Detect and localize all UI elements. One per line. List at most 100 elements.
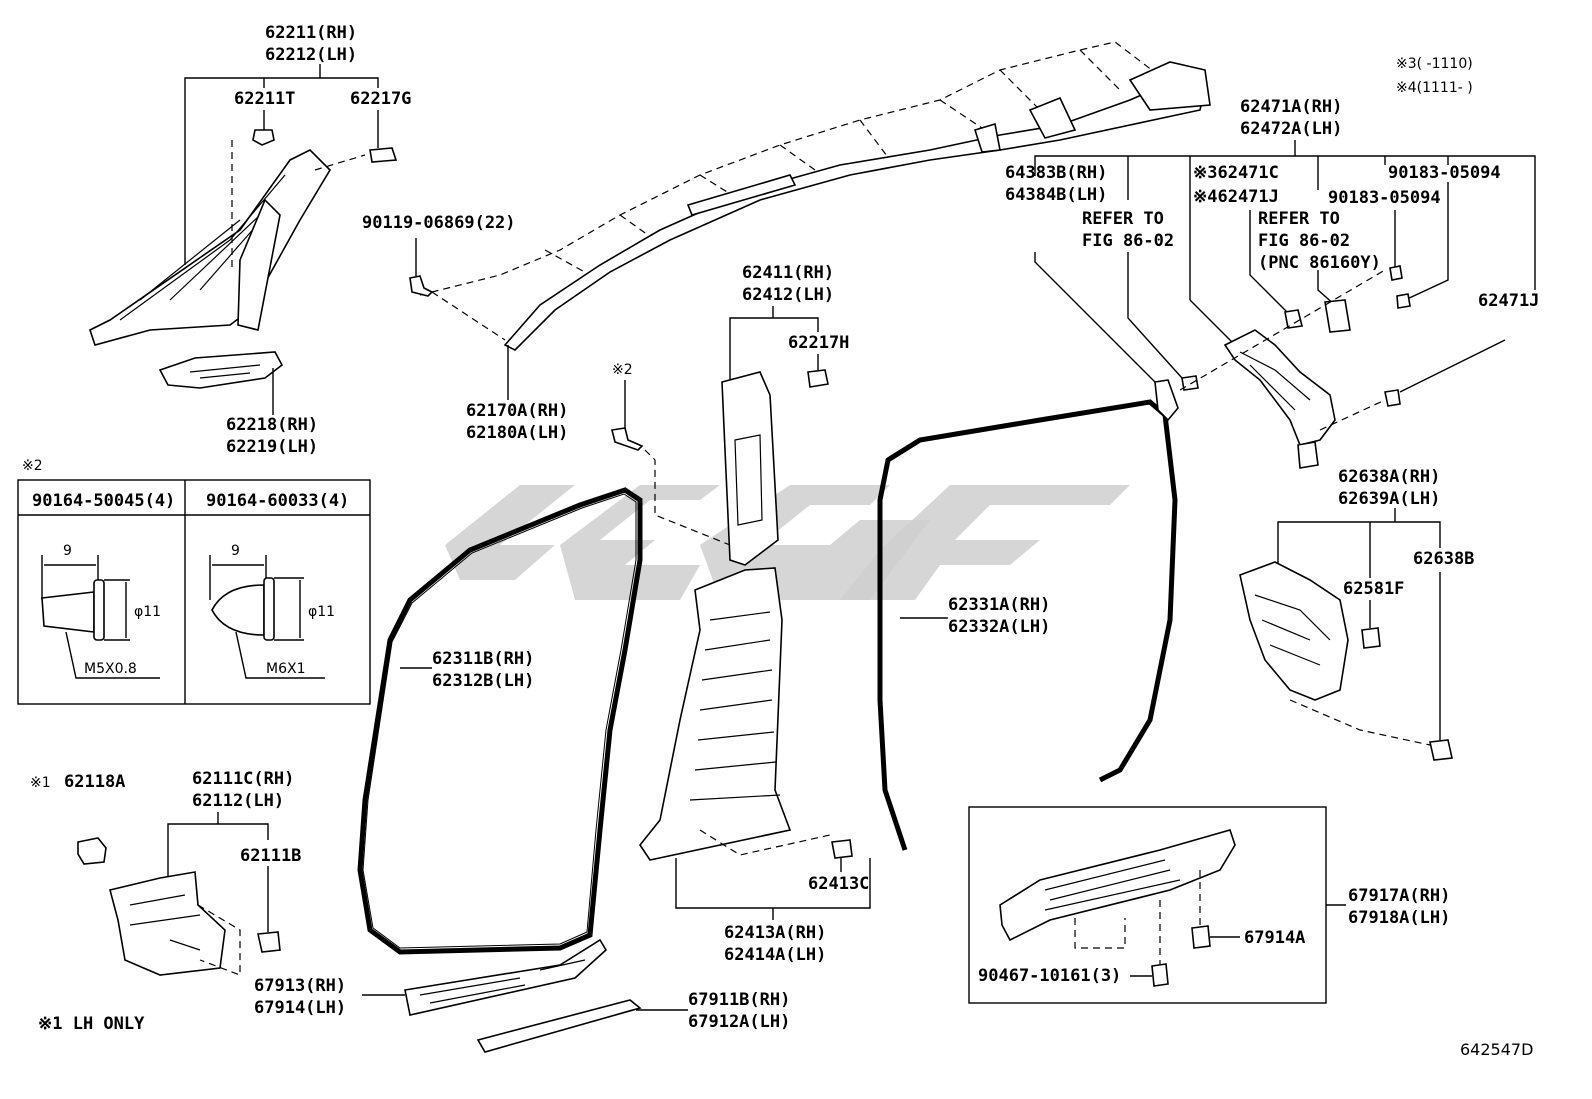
label-62118a: 62118A	[64, 772, 125, 792]
dashed-guide	[197, 904, 241, 976]
clip-part	[831, 839, 853, 859]
label-62219: 62219(LH)	[226, 437, 318, 457]
refer-text: REFER TO	[1082, 209, 1164, 229]
dashed-guide	[431, 291, 506, 341]
dashed-guide	[419, 41, 1166, 296]
a-pillar-garnish	[89, 149, 332, 346]
rear-scuff-group: 67914A 90467-10161(3) 67917A(RH) 67918A(…	[968, 806, 1450, 1004]
bolt-part	[409, 275, 434, 297]
c-pillar-group: ※3( -1110) ※4(1111- ) 62471A(RH) 62472A(…	[1005, 56, 1539, 469]
a-pillar-inner	[237, 198, 281, 331]
b-pillar-upper-garnish	[721, 371, 779, 566]
label-62413a: 62413A(RH)	[724, 923, 826, 943]
small-block-part	[77, 837, 107, 865]
leader-line	[1127, 252, 1183, 379]
label-67911b: 67911B(RH)	[688, 990, 790, 1010]
detail-frame	[17, 479, 371, 705]
clip-part	[1191, 925, 1211, 949]
clip-part	[369, 147, 398, 163]
label-67914a: 67914A	[1244, 928, 1305, 948]
label-90183-a: 90183-05094	[1388, 163, 1501, 183]
note-3: ※3( -1110)	[1396, 56, 1473, 72]
lower-garnish	[158, 351, 284, 389]
dim-9: 9	[231, 543, 240, 559]
clip-part	[1151, 963, 1169, 987]
clip-head	[263, 577, 275, 641]
front-scuff-group: 67913(RH) 67914(LH) 67911B(RH) 67912A(LH…	[254, 938, 790, 1053]
leader-line	[1249, 210, 1291, 316]
thread-spec: M5X0.8	[84, 661, 137, 677]
label-67912a: 67912A(LH)	[688, 1012, 790, 1032]
part-detail	[1254, 594, 1331, 666]
leader-line	[1277, 521, 1441, 570]
dashed-guide	[314, 154, 366, 171]
leader-line	[1189, 299, 1236, 346]
b-pillar-lower-garnish	[639, 567, 792, 861]
thread-spec: M6X1	[266, 661, 305, 677]
label-62639a: 62639A(LH)	[1338, 489, 1440, 509]
roof-rail-group: 90119-06869(22) 62170A(RH) 62180A(LH)	[362, 41, 1211, 443]
leader-line	[1034, 155, 1536, 290]
part-detail	[1044, 859, 1181, 911]
leader-line	[1317, 270, 1336, 306]
label-62311b: 62311B(RH)	[432, 649, 534, 669]
label-62112: 62112(LH)	[192, 791, 284, 811]
bracket-part	[1324, 299, 1351, 333]
clip-detail-box: ※2 90164-50045(4) 90164-60033(4) 9 φ11 M…	[17, 458, 371, 705]
leader-line	[729, 317, 819, 380]
watermark-logo	[445, 485, 1130, 600]
part-detail	[419, 959, 586, 1004]
label-62412: 62412(LH)	[742, 285, 834, 305]
label-62581f: 62581F	[1343, 579, 1404, 599]
label-62638a: 62638A(RH)	[1338, 467, 1440, 487]
note-4: ※4(1111- )	[1396, 80, 1473, 96]
screw-part	[611, 427, 644, 451]
label-62217g: 62217G	[350, 89, 411, 109]
label-62471c: ※362471C	[1193, 163, 1279, 183]
note-lh-only: ※1 LH ONLY	[38, 1014, 145, 1034]
label-62471j: 62471J	[1478, 291, 1539, 311]
clip-part	[1297, 441, 1319, 469]
label-67914: 67914(LH)	[254, 998, 346, 1018]
dim-11: φ11	[134, 604, 161, 620]
clip-body	[41, 591, 95, 633]
refer-text: REFER TO	[1258, 209, 1340, 229]
clip-head	[93, 579, 105, 641]
refer-text: (PNC 86160Y)	[1258, 253, 1381, 273]
dashed-guide	[544, 49, 1121, 276]
clip-part	[1384, 389, 1401, 407]
clip-part	[807, 369, 829, 388]
front-door-weatherstrip: 62311B(RH) 62312B(LH)	[357, 487, 643, 955]
part-detail	[734, 434, 763, 526]
weatherstrip-ring	[877, 399, 1178, 851]
label-64383b: 64383B(RH)	[1005, 163, 1107, 183]
refer-text: FIG 86-02	[1082, 231, 1174, 251]
nut-part	[1396, 293, 1411, 309]
dashed-guide	[1074, 918, 1126, 949]
cowl-side-group: ※1 62118A 62111C(RH) 62112(LH) 62111B ※1…	[30, 769, 301, 1034]
label-62472a: 62472A(LH)	[1240, 119, 1342, 139]
part-detail	[189, 364, 261, 379]
clip-col-2: 90164-60033(4)	[206, 491, 349, 511]
part-detail	[129, 894, 201, 951]
dashed-guide	[644, 449, 731, 546]
c-pillar-garnish	[1223, 329, 1336, 446]
cowl-side-trim	[109, 871, 226, 976]
label-62331a: 62331A(RH)	[948, 595, 1050, 615]
figure-number: 642547D	[1460, 1040, 1533, 1059]
label-62211: 62211(RH)	[265, 23, 357, 43]
dim-11: φ11	[308, 604, 335, 620]
label-62170a: 62170A(RH)	[466, 401, 568, 421]
label-62414a: 62414A(LH)	[724, 945, 826, 965]
door-scuff-plate	[476, 999, 642, 1053]
leader-line	[65, 631, 160, 679]
label-62413c: 62413C	[808, 874, 869, 894]
bracket	[973, 122, 1001, 153]
label-64384b: 64384B(LH)	[1005, 185, 1107, 205]
weatherstrip-ring	[357, 487, 643, 955]
label-62471j-alt: ※462471J	[1193, 187, 1279, 207]
label-star2-a: ※2	[612, 362, 633, 378]
label-62638b: 62638B	[1413, 549, 1474, 569]
label-62218: 62218(RH)	[226, 415, 318, 435]
